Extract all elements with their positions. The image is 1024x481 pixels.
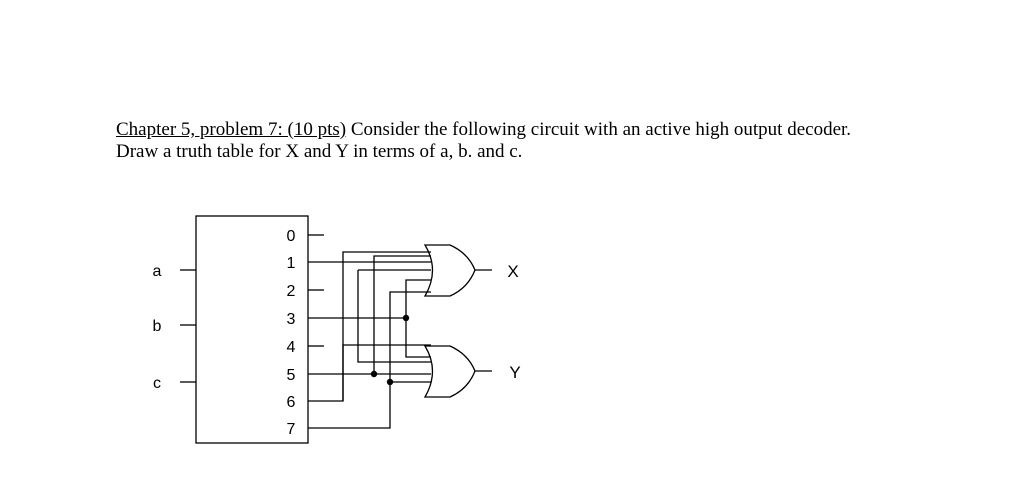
decoder-output-4: 4 — [287, 339, 296, 356]
wire-out3-to-x — [308, 279, 431, 319]
output-label-y: Y — [509, 363, 520, 382]
junction-dot — [370, 370, 378, 378]
problem-line-1: Chapter 5, problem 7: (10 pts) Consider … — [116, 119, 996, 141]
input-label-c: c — [153, 375, 161, 392]
problem-line-1-text: Consider the following circuit with an a… — [346, 119, 852, 140]
output-label-x: X — [507, 262, 518, 281]
input-label-b: b — [153, 318, 162, 335]
or-gate-y — [423, 345, 476, 398]
decoder-output-7: 7 — [287, 421, 296, 438]
junction-dot — [386, 378, 394, 386]
problem-heading: Chapter 5, problem 7: (10 pts) — [116, 119, 347, 140]
decoder-output-2: 2 — [287, 283, 296, 300]
decoder-box — [195, 215, 309, 444]
problem-line-2: Draw a truth table for X and Y in terms … — [116, 141, 523, 162]
wire-out7-to-x — [308, 291, 431, 429]
decoder-output-3: 3 — [287, 311, 296, 328]
decoder-output-6: 6 — [287, 394, 296, 411]
wire-out6-to-y — [342, 344, 431, 401]
decoder-output-5: 5 — [287, 367, 296, 384]
wire-extra-y — [357, 270, 431, 363]
wire-out6-to-x — [308, 251, 431, 402]
input-label-a: a — [153, 263, 162, 280]
problem-statement: Chapter 5, problem 7: (10 pts) Consider … — [116, 119, 996, 163]
junction-dot — [402, 314, 410, 322]
decoder-output-1: 1 — [287, 255, 296, 272]
wire-out5-to-x — [308, 255, 431, 375]
wire-out3-to-y — [405, 318, 431, 358]
or-gate-x — [423, 244, 476, 297]
decoder-output-0: 0 — [287, 228, 296, 245]
